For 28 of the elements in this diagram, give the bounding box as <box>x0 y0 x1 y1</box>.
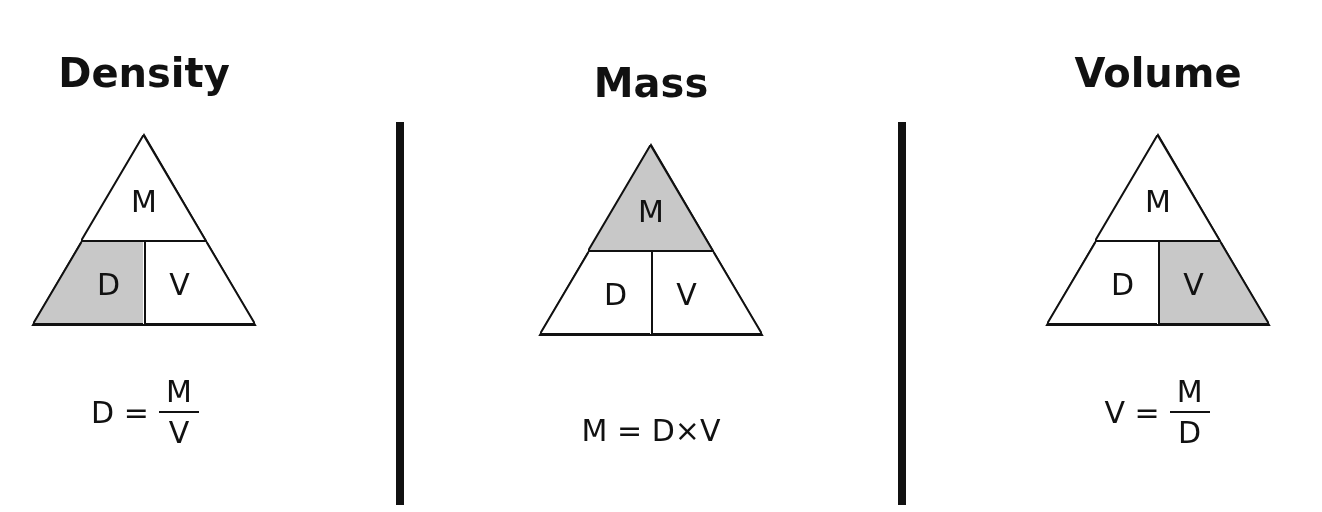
triangle-section <box>33 242 143 325</box>
triangle-heading: Volume <box>1073 50 1243 96</box>
formula: M = D×V <box>581 412 721 448</box>
variable-letter: V <box>169 266 190 301</box>
variable-letter: M <box>131 183 157 219</box>
triangle-section <box>588 145 714 252</box>
denominator: D <box>1178 415 1202 450</box>
variable-letter: V <box>676 276 697 311</box>
variable-letter: V <box>1183 266 1204 301</box>
formula-prefix: D = <box>91 394 149 430</box>
triangle-section <box>651 252 762 335</box>
variable-letter: D <box>96 266 120 301</box>
triangle-section <box>1095 135 1221 242</box>
triangle-section <box>81 135 207 242</box>
triangle-section <box>1158 242 1269 325</box>
variable-letter: M <box>1145 183 1171 219</box>
variable-letter: M <box>638 193 664 229</box>
triangle-section <box>540 252 650 335</box>
triangle-heading: Density <box>57 50 231 96</box>
variable-letter: D <box>1110 266 1134 301</box>
triangle-section <box>1047 242 1157 325</box>
denominator: V <box>168 415 190 450</box>
numerator: M <box>165 374 192 409</box>
variable-letter: D <box>603 276 627 311</box>
numerator: M <box>1176 374 1203 409</box>
formula-prefix: V = <box>1104 394 1160 430</box>
triangle-heading: Mass <box>592 60 710 106</box>
triangle-section <box>144 242 255 325</box>
